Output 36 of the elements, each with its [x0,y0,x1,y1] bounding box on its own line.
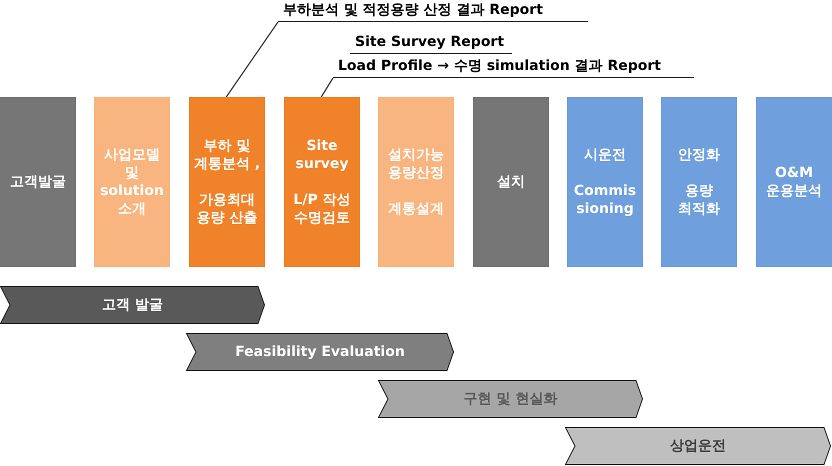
stage-text: 용량 최적화 [677,182,721,218]
stage-box [756,97,832,267]
stage-box [0,97,76,267]
stage-box [473,97,549,267]
phase-banner [186,333,454,371]
stage-text: 설치 [497,173,525,191]
stage-text: 안정화 [678,146,720,164]
stage-text: L/P 작성 수명검토 [292,191,352,227]
stage-text: O&M 운용분석 [765,164,823,200]
stage-box [94,97,170,267]
stage-text: 고객발굴 [10,173,66,191]
phase-banner [378,380,643,418]
stage-text: 설치가능 용량산정 [387,146,445,182]
stage-text: 계통설계 [388,200,444,218]
phase-banner [565,427,831,465]
stage-box [378,97,454,267]
stage-text: Site survey [294,137,350,173]
stage-box [567,97,643,267]
phase-label: Feasibility Evaluation [234,343,406,362]
stage-text: 부하 및 계통분석 , [192,137,262,173]
stage-box [661,97,737,267]
stage-text: 가용최대 용량 산출 [196,191,258,227]
report-note: Load Profile → 수명 simulation 결과 Report [333,56,694,78]
phase-label: 상업운전 [669,437,727,456]
phase-label: 구현 및 현실화 [462,390,558,409]
report-note: 부하분석 및 적정용량 산정 결과 Report [278,0,588,22]
stage-box [284,97,360,267]
phase-banner [0,286,265,324]
report-note: Site Survey Report [350,32,512,54]
leader-line [226,22,278,98]
stage-box [189,97,265,267]
stage-text: 시운전 [584,146,626,164]
leader-line [320,78,334,98]
stage-text: Commissioning [572,182,638,218]
stage-text: 사업모델 및 solution 소개 [99,146,165,218]
phase-label: 고객 발굴 [101,296,164,315]
